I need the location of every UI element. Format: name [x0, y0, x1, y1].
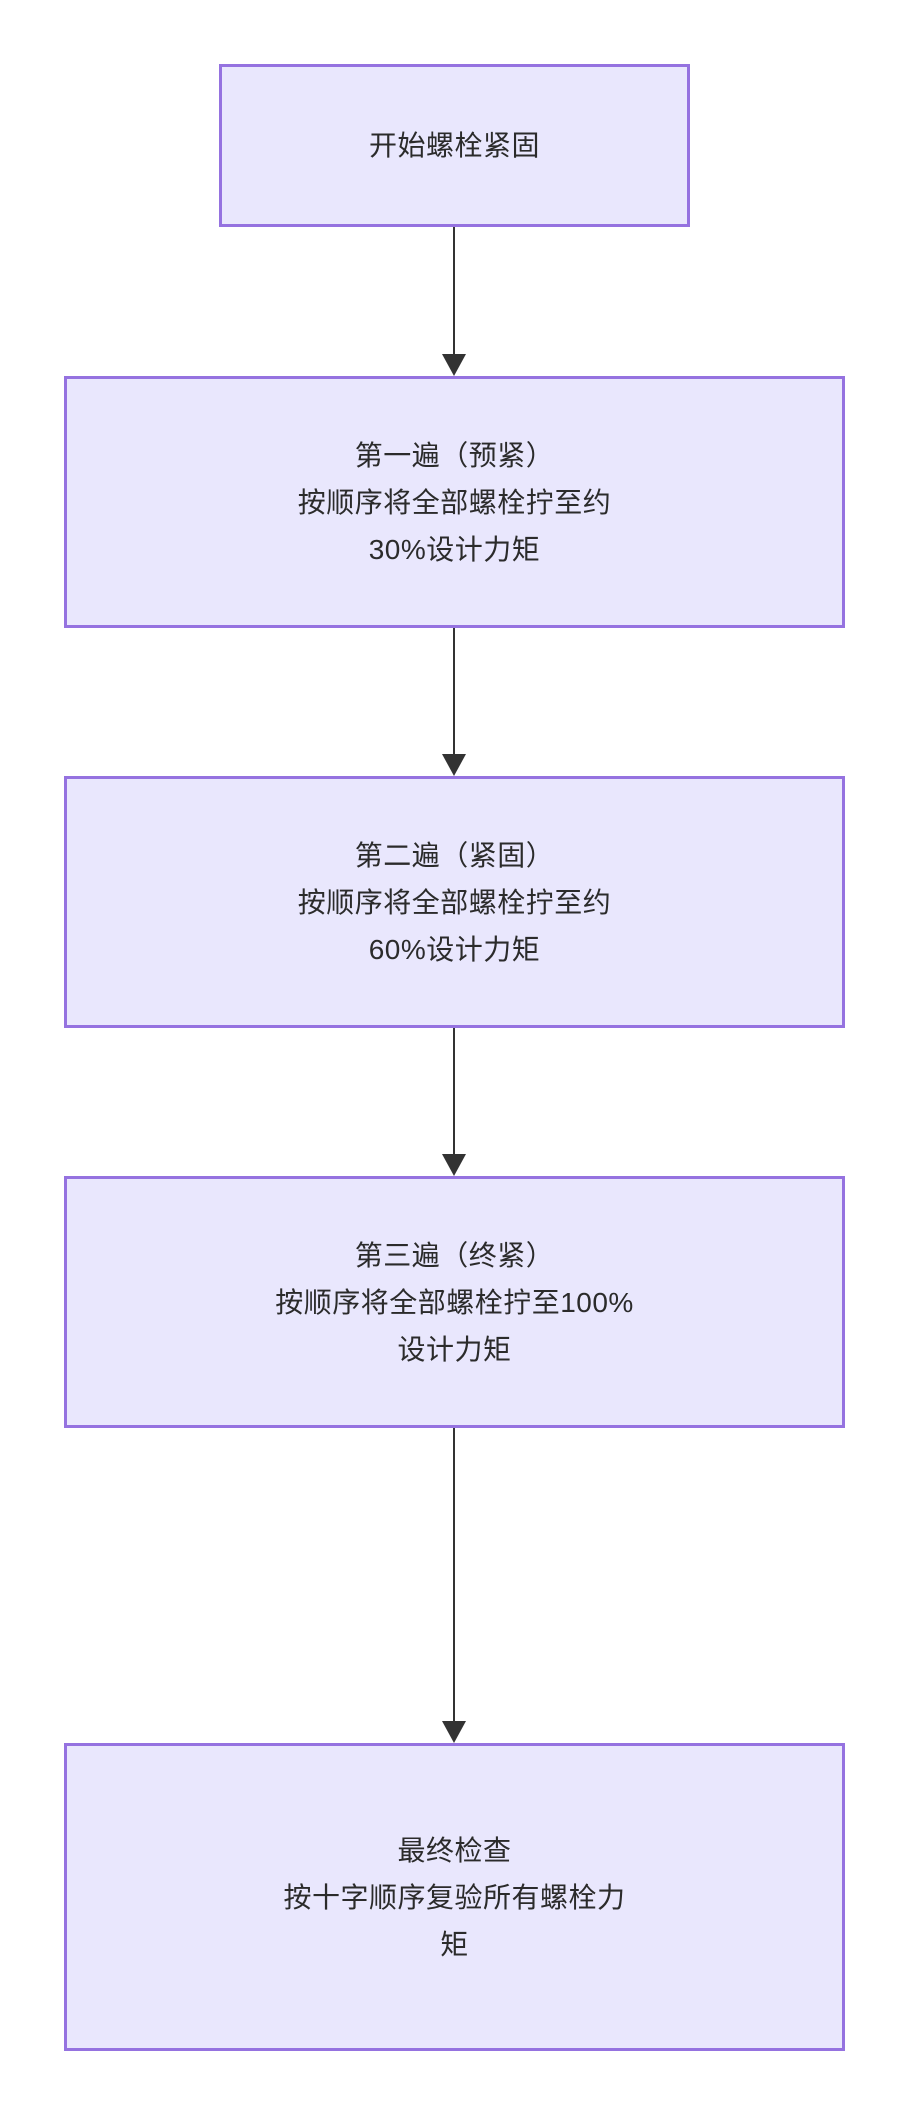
flow-node-pass-2-label: 第二遍（紧固） 按顺序将全部螺栓拧至约 60%设计力矩: [297, 839, 612, 965]
flow-node-pass-1[interactable]: 第一遍（预紧） 按顺序将全部螺栓拧至约 30%设计力矩: [64, 376, 845, 628]
arrowhead-down-icon: [442, 754, 466, 776]
arrowhead-down-icon: [442, 1721, 466, 1743]
flow-node-start[interactable]: 开始螺栓紧固: [219, 64, 690, 227]
arrowhead-down-icon: [442, 354, 466, 376]
flow-edge-start-to-pass-1: [434, 227, 474, 376]
flow-edge-pass-3-to-final: [434, 1428, 474, 1743]
flow-node-pass-3[interactable]: 第三遍（终紧） 按顺序将全部螺栓拧至100% 设计力矩: [64, 1176, 845, 1428]
flow-node-start-label: 开始螺栓紧固: [368, 130, 540, 161]
flow-node-pass-3-label: 第三遍（终紧） 按顺序将全部螺栓拧至100% 设计力矩: [275, 1239, 634, 1365]
flow-node-pass-2[interactable]: 第二遍（紧固） 按顺序将全部螺栓拧至约 60%设计力矩: [64, 776, 845, 1028]
flow-edge-pass-2-to-pass-3: [434, 1028, 474, 1176]
flow-node-pass-1-label: 第一遍（预紧） 按顺序将全部螺栓拧至约 30%设计力矩: [297, 439, 612, 565]
flow-node-final-label: 最终检查 按十字顺序复验所有螺栓力 矩: [283, 1834, 626, 1960]
arrowhead-down-icon: [442, 1154, 466, 1176]
flow-node-final[interactable]: 最终检查 按十字顺序复验所有螺栓力 矩: [64, 1743, 845, 2051]
flow-edge-pass-1-to-pass-2: [434, 628, 474, 776]
edge-line: [453, 628, 455, 754]
edge-line: [453, 1428, 455, 1721]
edge-line: [453, 1028, 455, 1154]
edge-line: [453, 227, 455, 354]
